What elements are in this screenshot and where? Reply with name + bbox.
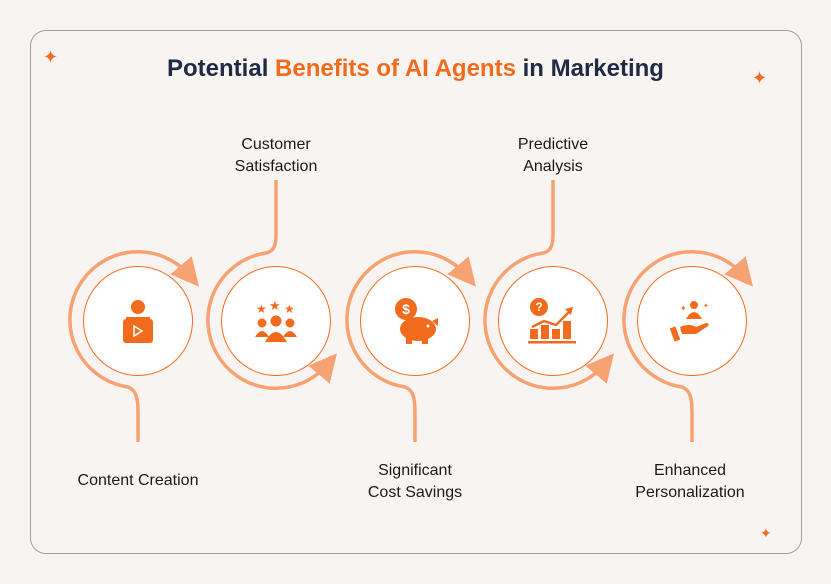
svg-text:?: ? bbox=[535, 300, 542, 314]
svg-text:$: $ bbox=[402, 301, 410, 317]
benefit-circle-personalization: ✦✦ bbox=[637, 266, 747, 376]
sparkle-icon: ✦ bbox=[760, 525, 772, 541]
infographic-card bbox=[30, 30, 802, 554]
svg-text:✦: ✦ bbox=[703, 302, 709, 310]
flow-arc-3 bbox=[345, 249, 477, 442]
svg-text:✦: ✦ bbox=[680, 304, 687, 313]
svg-text:★: ★ bbox=[269, 299, 281, 313]
sparkle-icon: ✦ bbox=[43, 47, 59, 67]
benefit-circle-customer-satisfaction: ★★★ bbox=[221, 266, 331, 376]
svg-text:★: ★ bbox=[256, 302, 267, 316]
flow-arc-2 bbox=[206, 180, 338, 391]
sparkle-icon: ✦ bbox=[752, 68, 768, 88]
benefit-circle-content-creation bbox=[83, 266, 193, 376]
growth-chart-question-icon: ? bbox=[528, 298, 576, 344]
benefit-circle-predictive-analysis: ? bbox=[498, 266, 608, 376]
page-title: Potential Benefits of AI Agents in Marke… bbox=[167, 55, 664, 82]
piggy-bank-icon: $ bbox=[395, 298, 438, 344]
flow-arc-4 bbox=[483, 180, 615, 391]
rated-group-icon: ★★★ bbox=[255, 299, 297, 342]
label-content-creation: Content Creation bbox=[77, 472, 199, 489]
flow-arc-5 bbox=[622, 249, 754, 442]
hand-person-icon: ✦✦ bbox=[670, 301, 709, 342]
flow-arc-1 bbox=[68, 249, 200, 442]
svg-text:★: ★ bbox=[284, 302, 295, 316]
benefit-circle-cost-savings: $ bbox=[360, 266, 470, 376]
presenter-video-icon bbox=[123, 300, 153, 343]
